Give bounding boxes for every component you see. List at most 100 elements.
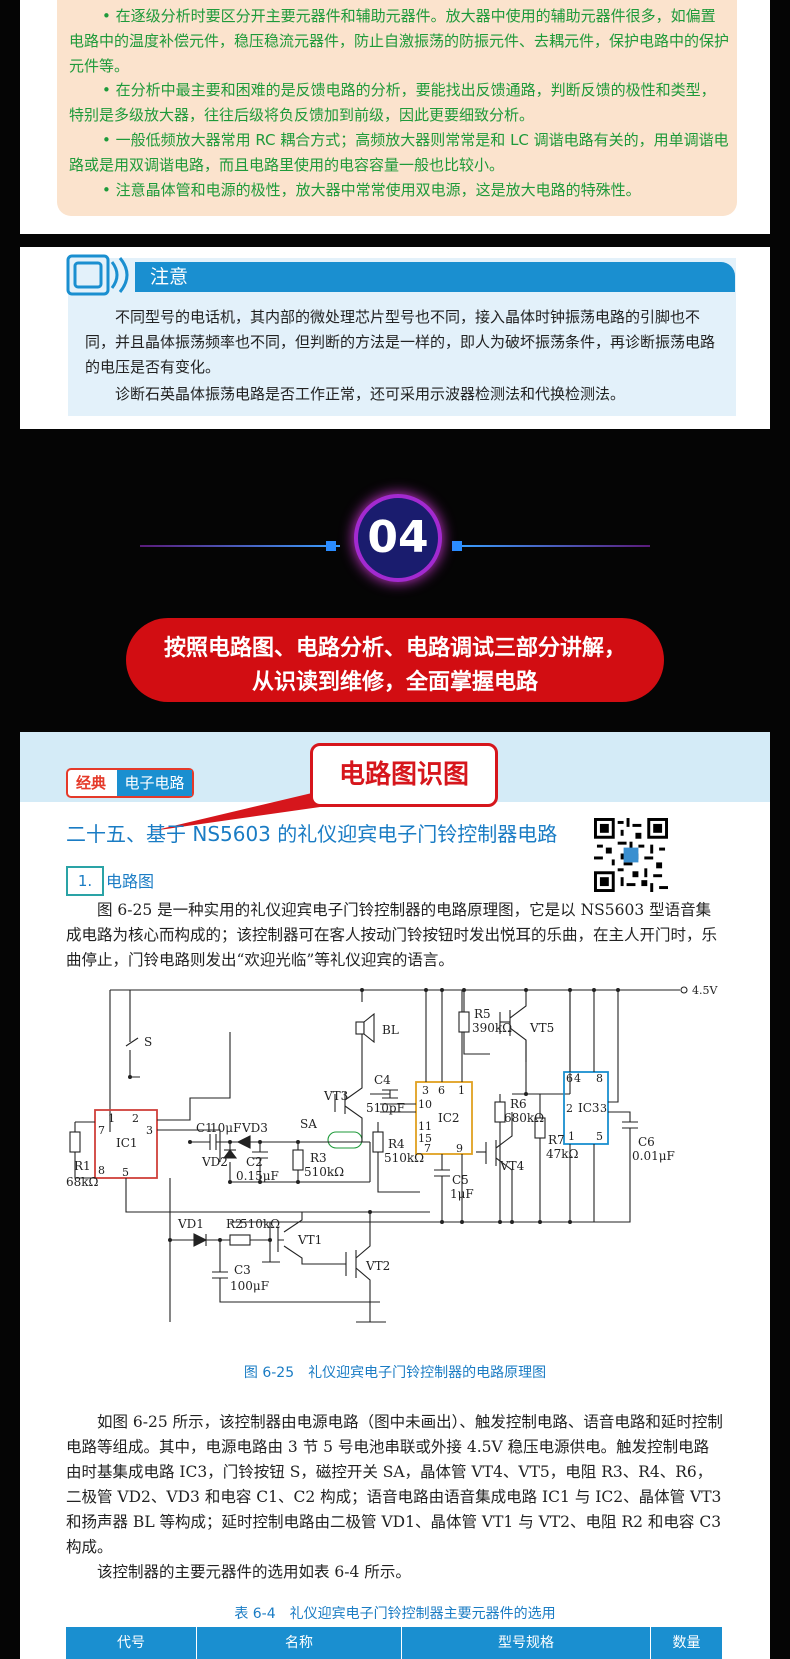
r7-label: R7	[548, 1133, 565, 1147]
vd2-label: VD2	[201, 1155, 228, 1169]
r3-value: 510kΩ	[304, 1165, 344, 1179]
vt4-label: VT4	[499, 1159, 525, 1173]
ic3-label: IC3	[578, 1101, 600, 1115]
c3-label: C3	[234, 1263, 251, 1277]
r1-label: R1	[74, 1159, 91, 1173]
c5-label: C5	[452, 1173, 469, 1187]
circuit-pin-label: 6	[566, 1072, 573, 1085]
section-title: 二十五、基于 NS5603 的礼仪迎宾电子门铃控制器电路	[66, 822, 558, 846]
tip-item: • 注意晶体管和电源的极性，放大器中常常使用双电源，这是放大电路的特殊性。	[102, 181, 641, 199]
circuit-pin-label: 5	[122, 1166, 129, 1179]
circuit-pin-label: 7	[98, 1124, 105, 1137]
supply-label: 4.5V	[692, 984, 718, 997]
vt1-label: VT1	[297, 1233, 322, 1247]
r6-value: 680kΩ	[504, 1111, 544, 1125]
tip-item: • 一般低频放大器常用 RC 耦合方式；高频放大器则常常是和 LC 调谐电路有关…	[69, 131, 729, 174]
intro-paragraph: 图 6-25 是一种实用的礼仪迎宾电子门铃控制器的电路原理图，它是以 NS560…	[66, 901, 718, 969]
table-divider	[401, 1627, 402, 1659]
tip-item: • 在逐级分析时要区分开主要元器件和辅助元器件。放大器中使用的辅助元器件很多，如…	[69, 7, 730, 75]
c4-value: 510pF	[366, 1101, 405, 1115]
circuit-pin-label: 6	[438, 1084, 445, 1097]
c5-value: 1μF	[450, 1187, 474, 1201]
circuit-pin-label: 11	[418, 1120, 432, 1133]
tips-box: • 在逐级分析时要区分开主要元器件和辅助元器件。放大器中使用的辅助元器件很多，如…	[57, 0, 737, 216]
c1-label: C1	[196, 1121, 213, 1135]
table-header-cell: 型号规格	[498, 1635, 554, 1651]
circuit-pin-label: 5	[596, 1130, 603, 1143]
r5-label: R5	[474, 1007, 491, 1021]
c2-label: C2	[246, 1155, 263, 1169]
circuit-pin-label: 8	[98, 1164, 105, 1177]
table-header	[66, 1627, 722, 1659]
r3-label: R3	[310, 1151, 327, 1165]
circuit-diagram: 4.5V S IC1 1 2 3 7 8 5 R1 68kΩ C1 10μF V…	[66, 984, 718, 1323]
classic-tag-label: 经典	[75, 774, 106, 792]
square-marker	[452, 541, 462, 551]
banner-line-1: 按照电路图、电路分析、电路调试三部分讲解，	[163, 636, 626, 661]
circuit-pin-label: 3	[422, 1084, 429, 1097]
c3-value: 100μF	[230, 1279, 269, 1293]
r2-value: 510kΩ	[240, 1217, 280, 1231]
r4-value: 510kΩ	[384, 1151, 424, 1165]
r1-value: 68kΩ	[66, 1175, 99, 1189]
note-paragraph: 不同型号的电话机，其内部的微处理芯片型号也不同，接入晶体时钟振荡电路的引脚也不同…	[85, 308, 716, 376]
circuit-pin-label: 2	[132, 1112, 139, 1125]
callout-box	[310, 743, 498, 807]
square-marker	[326, 541, 336, 551]
table-intro-paragraph: 该控制器的主要元器件的选用如表 6-4 所示。	[97, 1563, 411, 1581]
divider-line-left	[140, 545, 340, 547]
callout-pointer	[152, 793, 320, 831]
c6-label: C6	[638, 1135, 655, 1149]
table-header-cell: 名称	[285, 1635, 313, 1651]
circuit-pin-label: 9	[456, 1142, 463, 1155]
sa-label: SA	[300, 1117, 317, 1131]
switch-label: S	[144, 1035, 152, 1049]
banner-line-2: 从识读到维修，全面掌握电路	[251, 670, 538, 695]
note-icon	[66, 254, 129, 296]
circuit-pin-label: 1	[568, 1130, 575, 1143]
feature-banner	[126, 618, 664, 702]
qr-code[interactable]	[594, 818, 668, 892]
r7-value: 47kΩ	[546, 1147, 579, 1161]
c1-value: 10μF	[210, 1121, 241, 1135]
figure-caption: 图 6-25 礼仪迎宾电子门铃控制器的电路原理图	[243, 1365, 547, 1381]
divider-line-right	[458, 545, 650, 547]
table-caption: 表 6-4 礼仪迎宾电子门铃控制器主要元器件的选用	[234, 1606, 556, 1622]
vt3-label: VT3	[323, 1089, 348, 1103]
circuit-pin-label: 3	[146, 1124, 153, 1137]
analysis-paragraph: 如图 6-25 所示，该控制器由电源电路（图中未画出）、触发控制电路、语音电路和…	[66, 1413, 723, 1556]
note-title: 注意	[150, 266, 189, 288]
note-paragraph: 诊断石英晶体振荡电路是否工作正常，还可采用示波器检测法和代换检测法。	[115, 385, 626, 403]
vd3-label: VD3	[241, 1121, 268, 1135]
subsection-number: 1.	[66, 866, 104, 896]
r6-label: R6	[510, 1097, 527, 1111]
circuit-pin-label: 10	[418, 1098, 432, 1111]
circuit-pin-label: 2	[566, 1102, 573, 1115]
note-header-bar	[135, 262, 735, 292]
c4-label: C4	[374, 1073, 391, 1087]
circuit-pin-label: 4	[574, 1072, 581, 1085]
bl-label: BL	[382, 1023, 399, 1037]
table-header-cell: 代号	[117, 1635, 145, 1651]
vd1-label: VD1	[177, 1217, 204, 1231]
circuit-pin-label: 1	[108, 1112, 115, 1125]
table-divider	[650, 1627, 651, 1659]
c6-value: 0.01μF	[632, 1149, 675, 1163]
table-header-cell: 数量	[672, 1635, 701, 1651]
circuit-tag-label: 电子电路	[117, 770, 192, 796]
vt2-label: VT2	[365, 1259, 390, 1273]
callout-text: 电路图识图	[338, 760, 469, 790]
circuit-pin-label: 8	[596, 1072, 603, 1085]
subsection-title: 电路图	[106, 872, 155, 891]
tip-item: • 在分析中最主要和困难的是反馈电路的分析，要能找出反馈通路，判断反馈的极性和类…	[69, 81, 716, 124]
ic2-label: IC2	[438, 1111, 460, 1125]
circuit-pin-label: 3	[600, 1102, 607, 1115]
number-badge	[354, 494, 442, 582]
ic1-label: IC1	[116, 1136, 138, 1150]
c2-value: 0.15μF	[236, 1169, 279, 1183]
circuit-pin-label: 15	[418, 1132, 432, 1145]
r5-value: 390kΩ	[472, 1021, 512, 1035]
vt5-label: VT5	[529, 1021, 554, 1035]
r4-label: R4	[388, 1137, 405, 1151]
circuit-pin-label: 1	[458, 1084, 465, 1097]
